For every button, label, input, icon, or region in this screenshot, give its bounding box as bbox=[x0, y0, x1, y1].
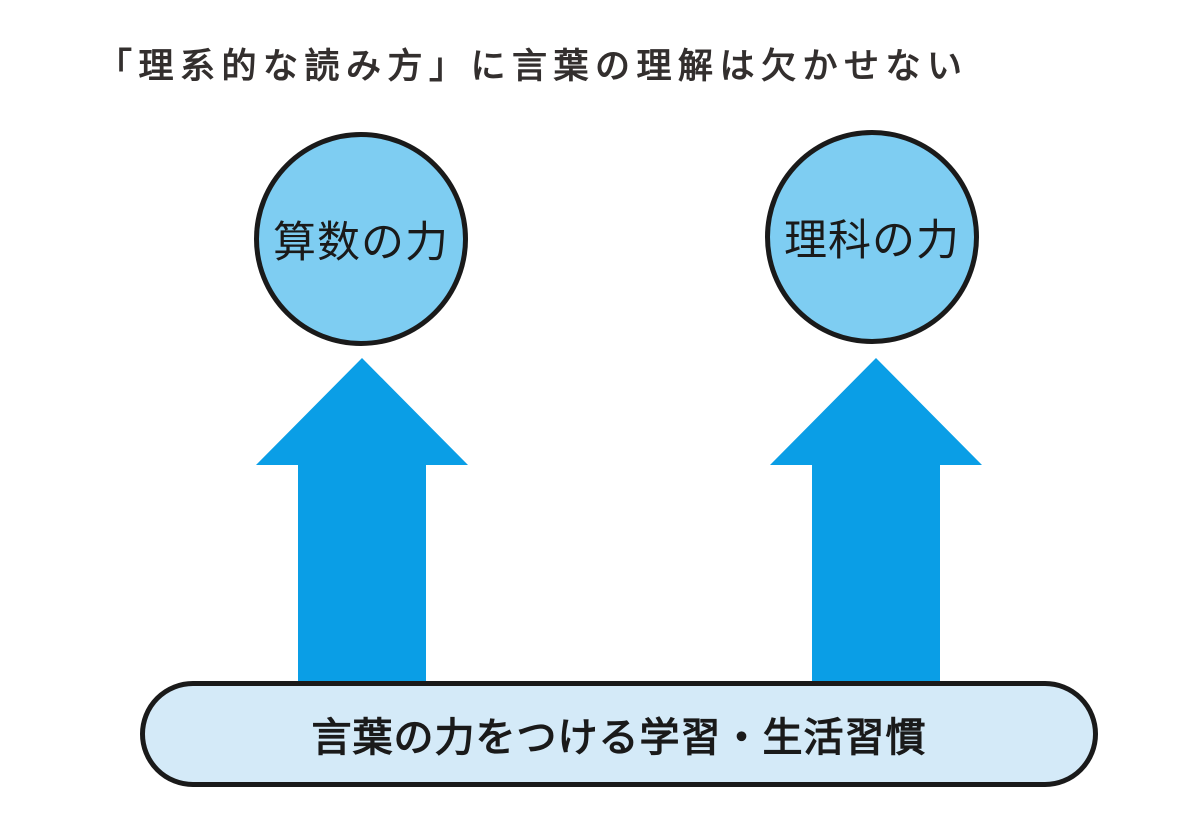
circle-science: 理科の力 bbox=[765, 130, 979, 344]
up-arrow-right-shape bbox=[770, 358, 982, 685]
diagram-title: 「理系的な読み方」に言葉の理解は欠かせない bbox=[97, 47, 969, 87]
circle-science-label: 理科の力 bbox=[784, 216, 960, 266]
circle-math: 算数の力 bbox=[254, 132, 468, 346]
up-arrow-left-icon bbox=[256, 358, 468, 685]
base-box: 言葉の力をつける学習・生活習慣 bbox=[140, 681, 1098, 787]
up-arrow-left-shape bbox=[256, 358, 468, 685]
circle-math-label: 算数の力 bbox=[273, 218, 449, 268]
up-arrow-right-icon bbox=[770, 358, 982, 685]
base-box-label: 言葉の力をつける学習・生活習慣 bbox=[311, 715, 927, 761]
